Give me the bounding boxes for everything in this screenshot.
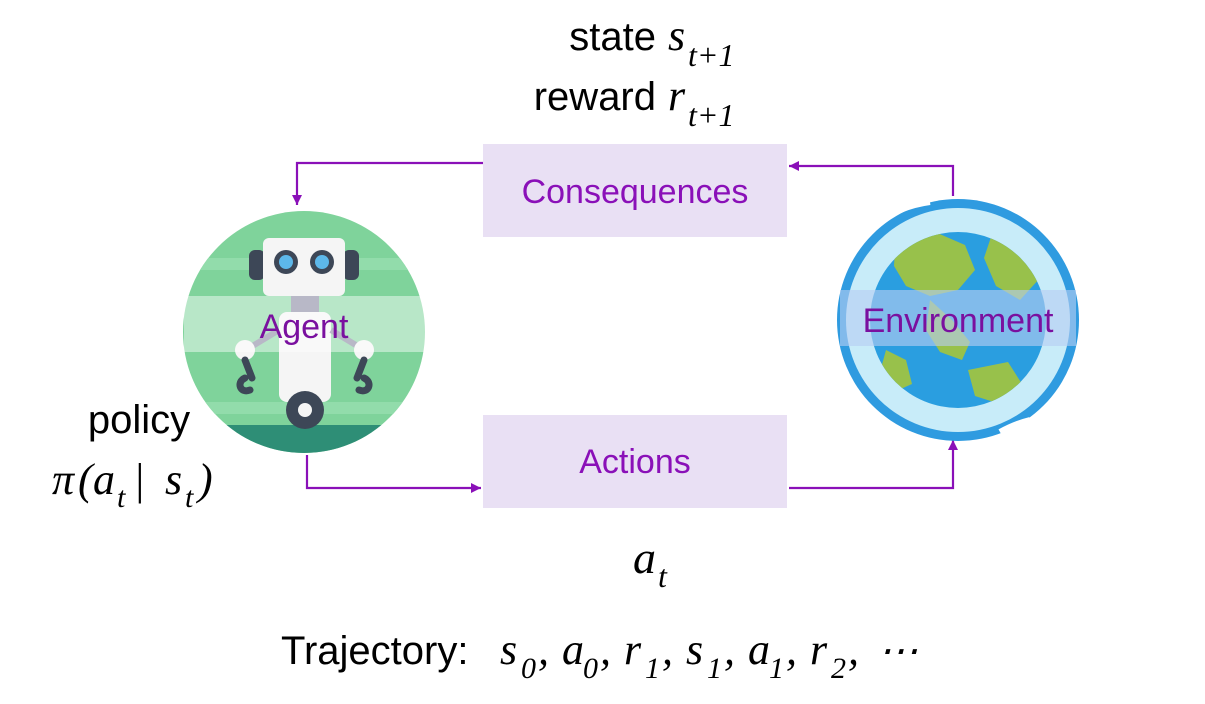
svg-text:π: π: [52, 455, 76, 504]
environment-label: Environment: [863, 302, 1054, 340]
svg-text:r: r: [624, 625, 642, 674]
svg-text:a: a: [562, 625, 584, 674]
arrow-actions-to-environment: [789, 440, 958, 490]
state-symbol: s t+1: [668, 11, 734, 73]
agent-label-band: [184, 296, 426, 352]
consequences-box: Consequences: [483, 144, 787, 237]
svg-text:2: 2: [831, 652, 846, 685]
svg-text:t: t: [185, 481, 194, 514]
svg-text:r: r: [668, 71, 686, 120]
consequences-label: Consequences: [522, 173, 749, 211]
svg-text:s: s: [165, 455, 182, 504]
svg-text:t: t: [658, 558, 668, 594]
actions-label: Actions: [579, 443, 691, 481]
trajectory-comma: ,: [724, 625, 735, 674]
reward-symbol: r t+1: [668, 71, 734, 133]
environment-node: Environment: [837, 199, 1079, 441]
trajectory-comma: ,: [848, 625, 859, 674]
trajectory-comma: ,: [600, 625, 611, 674]
arrow-consequences-to-agent: [292, 161, 483, 205]
policy-label: policy: [88, 398, 190, 442]
svg-text:): ): [195, 455, 213, 504]
policy-expression: π ( a t | s t ): [52, 455, 213, 514]
svg-text:a: a: [633, 532, 656, 583]
svg-text:|: |: [122, 455, 156, 504]
state-label: state: [569, 15, 656, 59]
svg-text:s: s: [500, 625, 517, 674]
arrow-agent-to-actions: [305, 455, 481, 493]
reward-label: reward: [534, 75, 656, 119]
trajectory-comma: ,: [538, 625, 549, 674]
agent-label: Agent: [260, 308, 349, 346]
svg-text:t+1: t+1: [688, 37, 734, 73]
svg-text:t+1: t+1: [688, 97, 734, 133]
svg-text:s: s: [686, 625, 703, 674]
svg-text:0: 0: [521, 652, 536, 685]
actions-box: Actions: [483, 415, 787, 508]
svg-text:1: 1: [707, 652, 722, 685]
arrow-environment-to-consequences: [789, 161, 955, 196]
svg-text:a: a: [748, 625, 770, 674]
trajectory-comma: ,: [786, 625, 797, 674]
svg-text:0: 0: [583, 652, 598, 685]
svg-text:r: r: [810, 625, 828, 674]
svg-text:1: 1: [769, 652, 784, 685]
svg-text:s: s: [668, 11, 685, 60]
trajectory-comma: ,: [662, 625, 673, 674]
svg-text:1: 1: [645, 652, 660, 685]
svg-text:t: t: [117, 481, 126, 514]
trajectory-ellipsis: ⋯: [878, 628, 918, 673]
svg-text:(: (: [78, 455, 95, 504]
svg-text:a: a: [93, 455, 115, 504]
agent-node: Agent: [183, 211, 426, 453]
environment-label-band: [840, 290, 1076, 346]
action-symbol: a t: [633, 532, 668, 594]
trajectory-label: Trajectory:: [281, 629, 468, 673]
